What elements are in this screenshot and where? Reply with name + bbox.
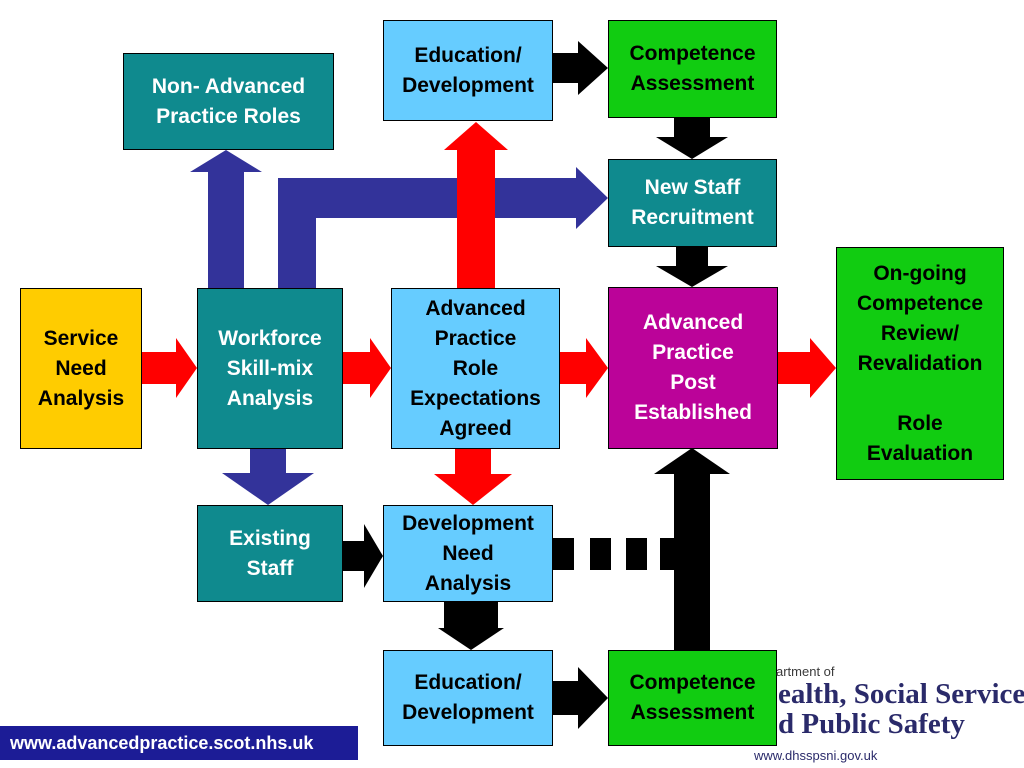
arrow-competence-to-post [654,448,730,650]
arrow-workforce-to-non-advanced [190,150,262,288]
arrow-education-to-competence-bottom [553,667,608,729]
arrow-education-to-competence-top [553,41,608,95]
logo-url: www.dhsspsni.gov.uk [754,748,878,763]
workforce-skill-mix-box: Workforce Skill-mix Analysis [197,288,343,449]
education-development-top-box: Education/ Development [383,20,553,121]
existing-staff-box: Existing Staff [197,505,343,602]
arrow-development-need-to-education [438,602,504,650]
arrow-workforce-to-new-staff [278,167,608,288]
dashed-connector [553,538,674,570]
logo-line-1: artment of [776,664,835,679]
non-advanced-roles-box: Non- Advanced Practice Roles [123,53,334,150]
education-development-bottom-box: Education/ Development [383,650,553,746]
development-need-box: Development Need Analysis [383,505,553,602]
new-staff-recruitment-box: New Staff Recruitment [608,159,777,247]
arrow-expectations-to-development-need [434,449,512,505]
competence-assessment-top-box: Competence Assessment [608,20,777,118]
post-established-box: Advanced Practice Post Established [608,287,778,449]
arrow-existing-to-development-need [343,524,383,588]
logo-line-2: ealth, Social Services [778,678,1024,710]
arrow-service-to-workforce [142,338,197,398]
arrow-expectations-to-post [560,338,608,398]
arrow-post-to-ongoing [778,338,836,398]
website-link[interactable]: www.advancedpractice.scot.nhs.uk [0,726,358,760]
arrow-expectations-to-education [444,122,508,288]
arrow-new-staff-to-post [656,246,728,287]
arrow-competence-to-new-staff [656,118,728,159]
logo-line-3: d Public Safety [778,708,965,740]
role-expectations-box: Advanced Practice Role Expectations Agre… [391,288,560,449]
arrow-workforce-to-expectations [343,338,391,398]
competence-assessment-bottom-box: Competence Assessment [608,650,777,746]
arrow-workforce-to-existing-staff [222,449,314,505]
service-need-analysis-box: Service Need Analysis [20,288,142,449]
ongoing-review-box: On-going Competence Review/ Revalidation… [836,247,1004,480]
